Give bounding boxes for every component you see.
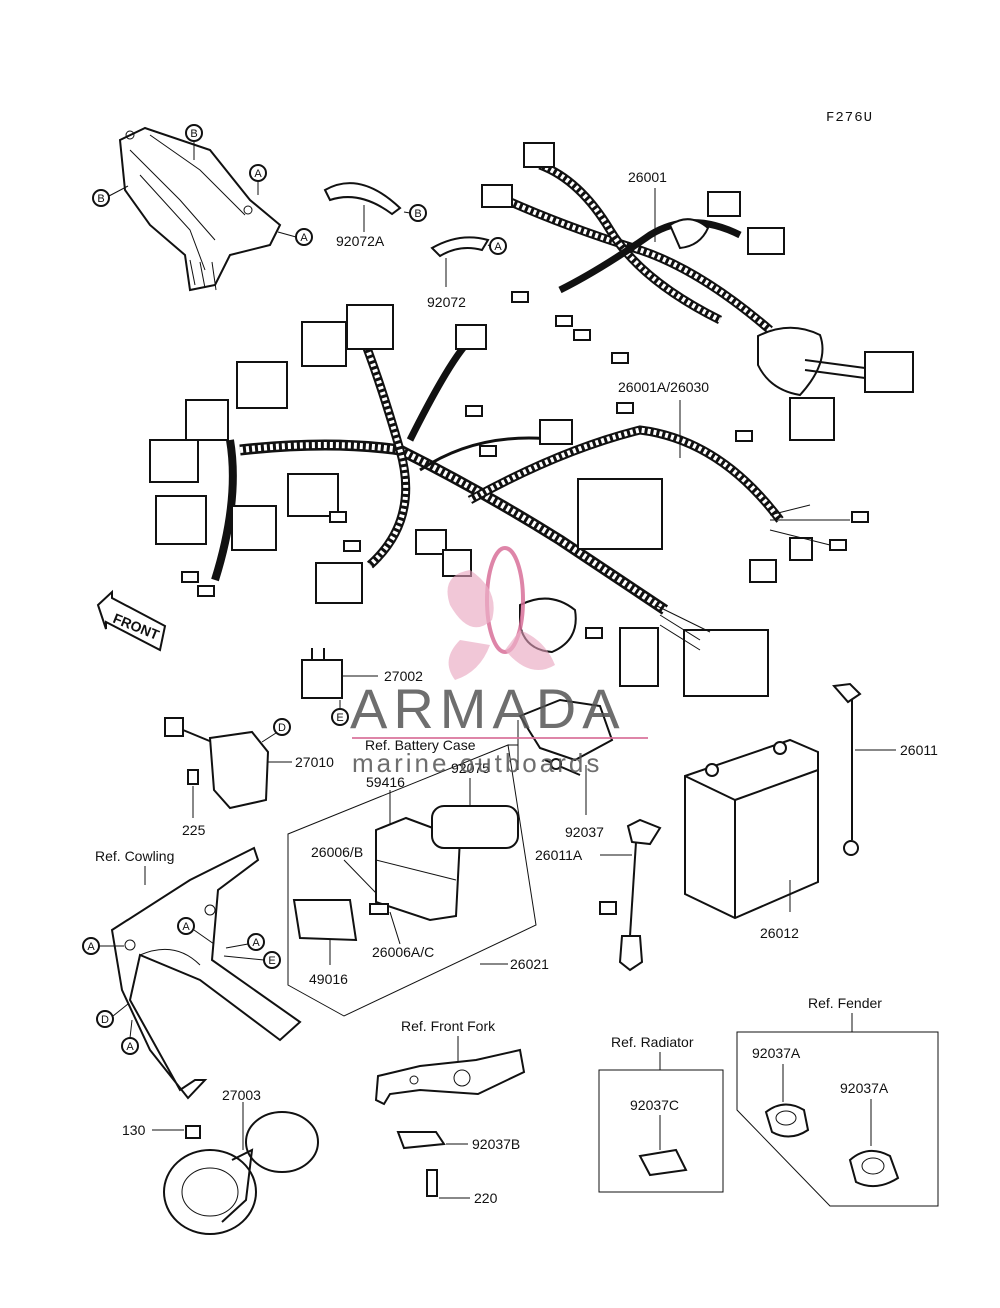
svg-text:Ref. Battery Case: Ref. Battery Case — [365, 737, 476, 753]
regulator-27010: 27010 D 225 — [164, 717, 334, 838]
cable-tie-92072a: B 92072A — [323, 182, 427, 249]
svg-text:Ref. Fender: Ref. Fender — [808, 995, 882, 1011]
radiator-clip-group: Ref. Radiator 92037C — [598, 1034, 724, 1193]
svg-text:26001A/26030: 26001A/26030 — [618, 379, 709, 395]
svg-text:225: 225 — [182, 822, 206, 838]
svg-text:92037A: 92037A — [752, 1045, 801, 1061]
frame-illustration — [118, 126, 282, 292]
relay-27002: 27002 E — [301, 648, 423, 726]
svg-text:26006/B: 26006/B — [311, 844, 363, 860]
callout-frame-b-top: B — [185, 124, 203, 160]
main-harness-26001a: 26001A/26030 — [149, 304, 869, 697]
callout-frame-a-top: A — [249, 164, 267, 195]
svg-text:27010: 27010 — [295, 754, 334, 770]
svg-text:Ref. Radiator: Ref. Radiator — [611, 1034, 694, 1050]
cowling-callouts: A A A E D A — [82, 917, 281, 1055]
svg-text:26006A/C: 26006A/C — [372, 944, 434, 960]
watermark-tagline: marine outboards — [352, 748, 602, 778]
svg-text:B: B — [97, 193, 104, 205]
svg-text:A: A — [182, 921, 190, 933]
svg-text:26012: 26012 — [760, 925, 799, 941]
svg-text:B: B — [414, 208, 421, 220]
svg-text:26021: 26021 — [510, 956, 549, 972]
svg-text:92037A: 92037A — [840, 1080, 889, 1096]
battery-26012: 26012 — [684, 738, 819, 941]
callout-frame-a-right: A — [277, 228, 313, 246]
svg-text:92037: 92037 — [565, 824, 604, 840]
battery-case-group: Ref. Battery Case 92037 59416 92075 2600… — [287, 698, 614, 1017]
svg-text:Ref. Front Fork: Ref. Front Fork — [401, 1018, 496, 1034]
svg-text:49016: 49016 — [309, 971, 348, 987]
svg-text:59416: 59416 — [366, 774, 405, 790]
armada-logo-icon — [447, 546, 555, 680]
svg-text:26011A: 26011A — [535, 847, 583, 863]
watermark-brand: ARMADA — [350, 677, 626, 740]
svg-text:B: B — [190, 128, 197, 140]
svg-text:27002: 27002 — [384, 668, 423, 684]
svg-text:Ref. Cowling: Ref. Cowling — [95, 848, 174, 864]
svg-text:D: D — [278, 722, 286, 734]
cable-tie-92072: A 92072 — [427, 236, 507, 310]
horn-27003: 27003 130 — [122, 1087, 319, 1235]
svg-text:26011: 26011 — [900, 742, 938, 758]
svg-text:A: A — [126, 1041, 134, 1053]
svg-text:130: 130 — [122, 1122, 146, 1138]
battery-cable-26011: 26011 — [832, 682, 938, 856]
svg-text:92075: 92075 — [451, 760, 490, 776]
svg-text:A: A — [254, 168, 262, 180]
svg-text:92037C: 92037C — [630, 1097, 679, 1113]
svg-text:26001: 26001 — [628, 169, 667, 185]
svg-text:D: D — [101, 1014, 109, 1026]
svg-text:A: A — [87, 941, 95, 953]
cowling-bracket: Ref. Cowling — [95, 846, 302, 1100]
front-arrow: FRONT — [96, 589, 167, 652]
callout-frame-b-left: B — [92, 185, 129, 207]
svg-text:92072A: 92072A — [336, 233, 385, 249]
svg-text:E: E — [268, 955, 275, 967]
svg-text:A: A — [252, 937, 260, 949]
front-fork-bracket: Ref. Front Fork 92037B 220 — [374, 1018, 526, 1206]
svg-text:E: E — [336, 712, 343, 724]
svg-text:A: A — [494, 241, 502, 253]
svg-text:92037B: 92037B — [472, 1136, 520, 1152]
battery-cable-26011a: 26011A — [535, 818, 662, 972]
armada-watermark: ARMADA marine outboards — [350, 546, 648, 778]
fender-clip-group: Ref. Fender 92037A 92037A — [736, 995, 939, 1207]
svg-text:A: A — [300, 232, 308, 244]
svg-text:92072: 92072 — [427, 294, 466, 310]
svg-text:220: 220 — [474, 1190, 498, 1206]
svg-text:27003: 27003 — [222, 1087, 261, 1103]
main-harness-26001: 26001 — [481, 142, 914, 441]
diagram-code: F276U — [826, 110, 873, 126]
